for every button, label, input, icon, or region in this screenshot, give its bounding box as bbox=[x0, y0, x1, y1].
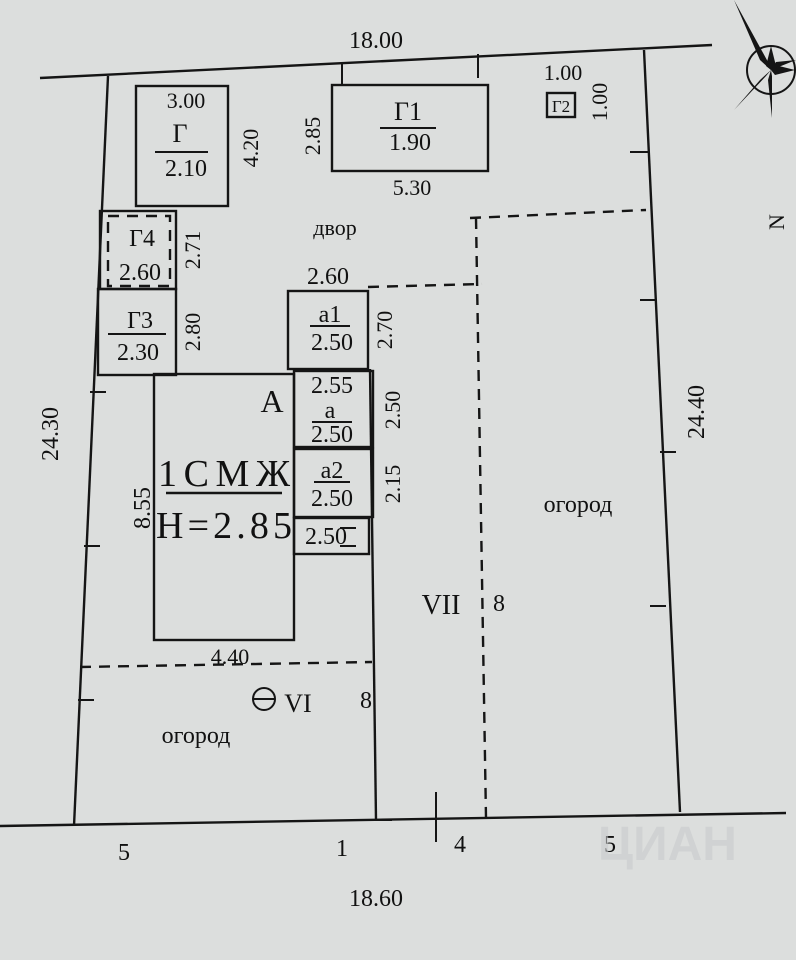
g1-width: 5.30 bbox=[393, 175, 432, 200]
g2-label: Г2 bbox=[552, 97, 570, 116]
garden-right-label: огород bbox=[544, 492, 613, 518]
bottom-segment-4: 5 bbox=[604, 832, 616, 858]
bottom-width-label: 18.60 bbox=[349, 886, 403, 912]
zone-vi-label: VI bbox=[284, 689, 311, 718]
top-width-label: 18.00 bbox=[349, 28, 403, 54]
outbuilding-g2 bbox=[545, 91, 577, 119]
outbuilding-g3 bbox=[96, 287, 178, 377]
outbuilding-g1 bbox=[330, 83, 490, 173]
a2-label: а2 bbox=[321, 458, 344, 484]
a1-label: а1 bbox=[319, 302, 342, 328]
g4-length: 2.71 bbox=[180, 231, 205, 270]
house-type: 1СМЖ bbox=[158, 453, 291, 495]
garden-left-label: огород bbox=[162, 723, 231, 749]
g1-label: Г1 bbox=[394, 97, 422, 126]
g2-length: 1.00 bbox=[587, 83, 612, 122]
annex-a1 bbox=[286, 289, 370, 371]
house-letter: А bbox=[260, 383, 283, 419]
a1-value: 2.50 bbox=[311, 330, 353, 356]
internal-boundaries bbox=[79, 208, 647, 821]
fence-vii-label: 8 bbox=[493, 591, 505, 617]
zone-vi-marker bbox=[252, 687, 276, 711]
house-height: Н=2.85 bbox=[156, 505, 292, 547]
a2-value: 2.50 bbox=[311, 486, 353, 512]
a1-length: 2.70 bbox=[372, 311, 397, 350]
a-length: 2.50 bbox=[380, 391, 405, 430]
yard-label: двор bbox=[313, 215, 356, 240]
a-label: а bbox=[325, 398, 336, 424]
g3-length: 2.80 bbox=[180, 313, 205, 352]
bottom-segment-1: 5 bbox=[118, 840, 130, 866]
bottom-segment-3: 4 bbox=[454, 832, 466, 858]
annex-a bbox=[292, 369, 375, 449]
a1-top-width: 2.60 bbox=[307, 264, 349, 290]
g2-width: 1.00 bbox=[544, 60, 583, 85]
g1-value: 1.90 bbox=[389, 130, 431, 156]
g-width: 3.00 bbox=[167, 88, 206, 113]
g-value: 2.10 bbox=[165, 156, 207, 182]
house-length: 8.55 bbox=[130, 487, 156, 529]
watermark-logo: ЦИАН bbox=[598, 818, 737, 871]
outbuilding-g bbox=[134, 84, 230, 208]
g4-label: Г4 bbox=[129, 226, 155, 252]
left-height-label: 24.30 bbox=[38, 407, 64, 461]
compass-label: N bbox=[764, 214, 789, 230]
compass-rose-icon bbox=[734, 0, 796, 118]
porch-value: 2.50 bbox=[305, 524, 347, 550]
zone-vii-label: VII bbox=[422, 590, 461, 621]
g1-length: 2.85 bbox=[300, 117, 325, 156]
g3-label: Г3 bbox=[127, 308, 153, 334]
right-height-label: 24.40 bbox=[684, 385, 710, 439]
porch bbox=[292, 516, 371, 556]
a2-length: 2.15 bbox=[380, 465, 405, 504]
plot-boundary bbox=[0, 43, 787, 842]
g-length: 4.20 bbox=[238, 129, 263, 168]
a-top-width: 2.55 bbox=[311, 373, 353, 399]
a-value: 2.50 bbox=[311, 422, 353, 448]
g3-value: 2.30 bbox=[117, 340, 159, 366]
g4-value: 2.60 bbox=[119, 260, 161, 286]
g-label: Г bbox=[172, 119, 187, 148]
bottom-segment-2: 1 bbox=[336, 836, 348, 862]
fence-vi-label: 8 bbox=[360, 688, 372, 714]
